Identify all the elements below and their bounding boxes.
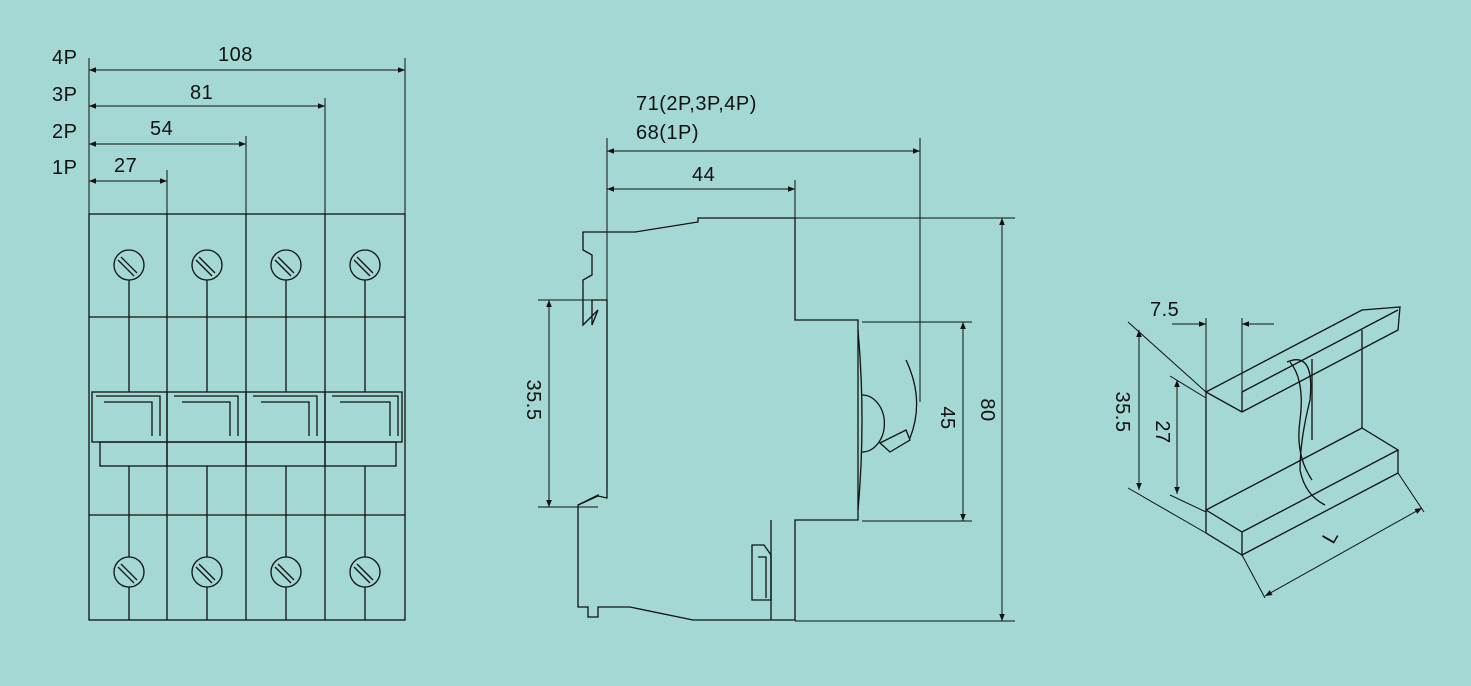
- breaker-body-front: [88, 213, 406, 621]
- rail-outer-height-value: 35.5: [1111, 392, 1133, 433]
- depth-label-line2: 68(1P): [636, 122, 699, 144]
- front-height-value: 45: [936, 406, 958, 429]
- front-view: 4P 3P 2P 1P 108 81 54 27: [52, 44, 406, 621]
- side-view: 71(2P,3P,4P) 68(1P) 44 35.5 45: [522, 93, 1015, 622]
- pole-center-lines: [128, 280, 366, 620]
- rail-inner-height-value: 27: [1151, 420, 1173, 443]
- depth-44-value: 44: [692, 164, 715, 186]
- rail-web: [1205, 330, 1363, 511]
- rail-top-flange: [1204, 306, 1401, 413]
- pole-label-2p: 2P: [52, 121, 77, 143]
- rail-length-label: L: [1318, 526, 1343, 547]
- depth-label-line1: 71(2P,3P,4P): [636, 93, 757, 115]
- pole-label-1p: 1P: [52, 157, 77, 179]
- bottom-terminal-screws: [113, 556, 381, 588]
- front-dimension-lines: [88, 58, 406, 214]
- rail-height-value: 35.5: [522, 380, 544, 421]
- toggle-handles: [91, 391, 403, 467]
- din-rail-view: 7.5 35.5 27 L: [1111, 299, 1425, 599]
- width-4p-value: 108: [218, 44, 253, 66]
- top-terminal-screws: [113, 249, 381, 281]
- width-2p-value: 54: [150, 118, 173, 140]
- flange-width-value: 7.5: [1150, 299, 1179, 321]
- width-1p-value: 27: [114, 155, 137, 177]
- rail-bottom-flange: [1205, 427, 1400, 557]
- pole-label-3p: 3P: [52, 84, 77, 106]
- breaker-body-side: [577, 217, 859, 621]
- pole-label-4p: 4P: [52, 47, 77, 69]
- total-height-value: 80: [976, 398, 998, 421]
- width-3p-value: 81: [190, 82, 213, 104]
